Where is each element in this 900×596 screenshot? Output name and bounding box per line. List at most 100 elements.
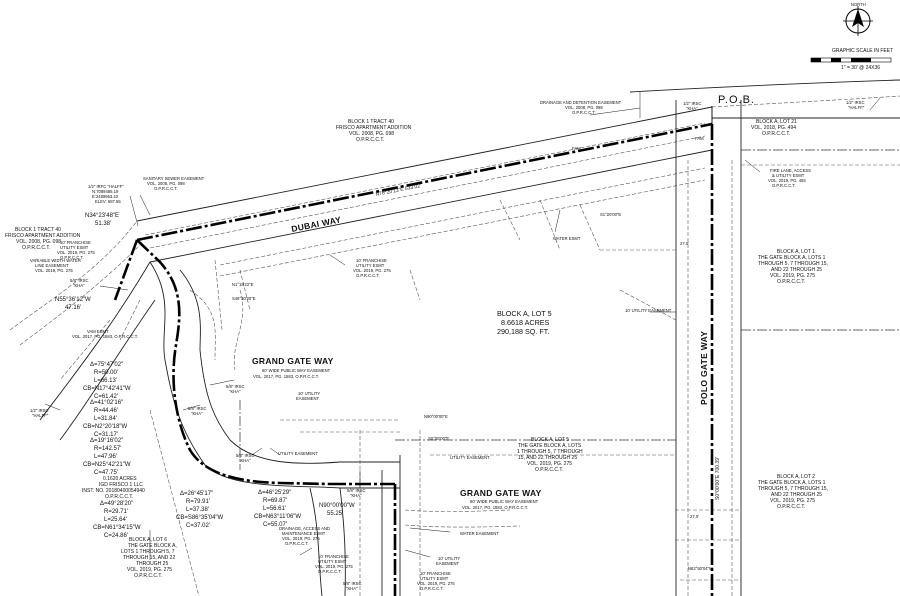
bearing-n34-distance: 51.38' — [95, 221, 111, 227]
svg-text:SANITARY SEWER EASEMENT: SANITARY SEWER EASEMENT — [143, 176, 205, 181]
svg-text:1/2" IRSC: 1/2" IRSC — [30, 408, 48, 413]
graphic-scale-bar — [810, 57, 892, 63]
main-lot-name: BLOCK A, LOT 5 — [497, 309, 552, 318]
rebar-label-r2: 1/2" IRSC "HALFF" — [846, 100, 865, 110]
rebar-label-r8: 5/8" IRSC "KHA" — [343, 581, 361, 591]
svg-text:R=44.46': R=44.46' — [94, 408, 118, 414]
svg-text:FRISCO APARTMENT ADDITION: FRISCO APARTMENT ADDITION — [336, 125, 412, 131]
svg-text:O.P.R.C.C.T.: O.P.R.C.C.T. — [535, 467, 563, 473]
svg-text:O.P.R.C.C.T.: O.P.R.C.C.T. — [572, 110, 596, 115]
franchise-easement-label-bottom: 10' FRANCHISE UTILITY ESMT VOL. 2019, PG… — [417, 571, 455, 591]
svg-text:MAINTENANCE ESMT: MAINTENANCE ESMT — [282, 531, 326, 536]
svg-text:UTILITY ESMT: UTILITY ESMT — [318, 559, 347, 564]
svg-text:"KHA": "KHA" — [686, 106, 698, 111]
road-label-polo-gate-way: POLO GATE WAY — [699, 331, 709, 405]
bearing-n55-distance: 47.16' — [65, 305, 81, 311]
svg-text:LOTS 1 THROUGH 5, 7: LOTS 1 THROUGH 5, 7 — [121, 549, 175, 555]
graphic-scale-title: GRAPHIC SCALE IN FEET — [832, 48, 893, 54]
svg-text:O.P.R.C.C.T.: O.P.R.C.C.T. — [356, 273, 380, 278]
utility-easement-label-10: 10' UTILITY EASEMENT — [296, 391, 320, 401]
tract40-top-label: BLOCK 1 TRACT 40 FRISCO APARTMENT ADDITI… — [336, 119, 412, 143]
svg-text:5/8" IRSC: 5/8" IRSC — [347, 488, 365, 493]
svg-text:Δ=41°02'16": Δ=41°02'16" — [90, 400, 123, 406]
road-label-grand-gate-way-1: GRAND GATE WAY — [252, 356, 334, 366]
svg-text:L=25.64': L=25.64' — [104, 517, 127, 523]
svg-text:VOL. 2018, PG. 494: VOL. 2018, PG. 494 — [751, 125, 796, 131]
svg-text:L=47.96': L=47.96' — [94, 454, 117, 460]
svg-text:CB=N63°11'06"W: CB=N63°11'06"W — [254, 514, 301, 520]
svg-text:"KHA": "KHA" — [350, 493, 362, 498]
curve-data-c2: Δ=41°02'16" R=44.46' L=31.84' CB=N2°20'1… — [83, 400, 128, 438]
svg-text:"HALFF": "HALFF" — [32, 413, 49, 418]
svg-text:THE GATE BLOCK A,: THE GATE BLOCK A, — [128, 543, 177, 549]
svg-text:R=69.87': R=69.87' — [263, 498, 287, 504]
svg-text:C=37.02': C=37.02' — [186, 523, 210, 529]
utility-easement-label-10b: 10' UTILITY EASEMENT — [436, 556, 460, 566]
svg-text:BLOCK A, LOT 2: BLOCK A, LOT 2 — [777, 474, 815, 480]
svg-text:UTILITY ESMT: UTILITY ESMT — [420, 576, 449, 581]
svg-text:1/2" IRSC: 1/2" IRSC — [683, 101, 701, 106]
svg-text:"HALFF": "HALFF" — [848, 105, 865, 110]
svg-text:BLOCK A, LOT 6: BLOCK A, LOT 6 — [129, 537, 167, 543]
svg-text:1 THROUGH 5, 7 THROUGH: 1 THROUGH 5, 7 THROUGH — [517, 449, 583, 455]
svg-text:FIRE LANE, ACCESS: FIRE LANE, ACCESS — [770, 168, 811, 173]
svg-text:VAM ESMT: VAM ESMT — [87, 329, 109, 334]
svg-text:O.P.R.C.C.T.: O.P.R.C.C.T. — [105, 494, 133, 500]
north-label: NORTH — [851, 2, 866, 7]
svg-text:VOL. 2017, PG. 1583, O.P.R.C.C: VOL. 2017, PG. 1583, O.P.R.C.C.T. — [253, 374, 319, 379]
svg-text:VOL. 2019, PG. 275: VOL. 2019, PG. 275 — [57, 250, 95, 255]
svg-text:1/2" IRSC: 1/2" IRSC — [846, 100, 864, 105]
svg-text:10' UTILITY: 10' UTILITY — [298, 391, 320, 396]
svg-text:L=66.13': L=66.13' — [94, 378, 117, 384]
franchise-easement-label: 10' FRANCHISE UTILITY ESMT VOL. 2019, PG… — [315, 554, 353, 574]
svg-text:Δ=19°16'02": Δ=19°16'02" — [90, 438, 123, 444]
water-easement-label: WATER EASEMENT — [460, 531, 499, 536]
svg-text:R=79.91': R=79.91' — [186, 499, 210, 505]
drainage-access-easement-label: DRAINAGE, ACCESS AND MAINTENANCE ESMT VO… — [279, 526, 330, 546]
svg-text:R=142.57': R=142.57' — [94, 446, 121, 452]
svg-text:VOL. 2019, PG. 275: VOL. 2019, PG. 275 — [282, 536, 320, 541]
svg-text:BLOCK A, LOT 21: BLOCK A, LOT 21 — [756, 119, 797, 125]
width-label: 27.0' — [680, 241, 689, 246]
svg-text:5/8" IRSC: 5/8" IRSC — [70, 278, 88, 283]
svg-text:15, AND 22 THROUGH 25: 15, AND 22 THROUGH 25 — [518, 455, 577, 461]
right-of-way-lines — [9, 79, 900, 596]
svg-text:BLOCK A, LOT 1: BLOCK A, LOT 1 — [777, 249, 815, 255]
bearing-n55: N55°36'12"W — [55, 297, 91, 303]
width-label-2: 27.0' — [690, 514, 699, 519]
main-lot-label: BLOCK A, LOT 5 8.6618 ACRES 290,188 SQ. … — [497, 309, 552, 336]
svg-text:1/2" IRFC "HALFF": 1/2" IRFC "HALFF" — [88, 184, 124, 189]
bearing-n90: N90°00'00"W — [319, 503, 355, 509]
rebar-label-r3: 5/8" IRSC "KHA" — [70, 278, 88, 288]
svg-text:BLOCK 1 TRACT 40: BLOCK 1 TRACT 40 — [15, 227, 61, 233]
svg-text:DRAINAGE, ACCESS AND: DRAINAGE, ACCESS AND — [279, 526, 330, 531]
vam-easement-label: VAM ESMT VOL. 2017, PG. 1583, O.P.R.C.C.… — [72, 329, 138, 339]
lot6-label: BLOCK A, LOT 6 THE GATE BLOCK A, LOTS 1 … — [121, 537, 177, 579]
franchise-easement-label-left: 10' FRANCHISE UTILITY ESMT VOL. 2019, PG… — [57, 240, 95, 260]
fam-label-2: FAM — [695, 136, 704, 141]
main-lot-acres: 8.6618 ACRES — [501, 318, 550, 327]
svg-text:"KHA": "KHA" — [191, 411, 203, 416]
rebar-label-r7: 5/8" IRSC "KHA" — [347, 488, 365, 498]
svg-text:O.P.R.C.C.T.: O.P.R.C.C.T. — [60, 255, 84, 260]
svg-text:VOL. 2019, PG. 275: VOL. 2019, PG. 275 — [770, 498, 815, 504]
svg-text:N:7089485.19: N:7089485.19 — [92, 189, 119, 194]
bearing-east-line: S0°00'00"E 700.39' — [715, 457, 721, 500]
svg-text:THE GATE BLOCK A, LOTS 1: THE GATE BLOCK A, LOTS 1 — [758, 255, 826, 261]
svg-text:10' FRANCHISE: 10' FRANCHISE — [356, 258, 387, 263]
svg-text:VOL. 2019, PG. 275: VOL. 2019, PG. 275 — [770, 273, 815, 279]
svg-text:CB=N61°34'15"W: CB=N61°34'15"W — [93, 525, 141, 531]
svg-text:S1°20'00"E: S1°20'00"E — [600, 212, 621, 217]
lot1-label: BLOCK A, LOT 1 THE GATE BLOCK A, LOTS 1 … — [758, 249, 828, 285]
bearing-top-line: N76°20'13"E 533.02' — [375, 183, 421, 198]
svg-text:LINE EASEMENT: LINE EASEMENT — [35, 263, 69, 268]
svg-text:O.P.R.C.C.T.: O.P.R.C.C.T. — [285, 541, 309, 546]
svg-text:VOL. 2019, PG. 275: VOL. 2019, PG. 275 — [315, 564, 353, 569]
svg-text:THROUGH 5, 7 THROUGH 15,: THROUGH 5, 7 THROUGH 15, — [758, 261, 828, 267]
svg-text:O.P.R.C.C.T.: O.P.R.C.C.T. — [356, 137, 384, 143]
svg-text:0.1620 ACRES: 0.1620 ACRES — [103, 476, 137, 482]
svg-text:5/8" IRSC: 5/8" IRSC — [226, 384, 244, 389]
svg-text:C=55.07': C=55.07' — [263, 522, 287, 528]
svg-text:R=29.71': R=29.71' — [104, 509, 128, 515]
pob-label: P.O.B. — [718, 94, 755, 106]
